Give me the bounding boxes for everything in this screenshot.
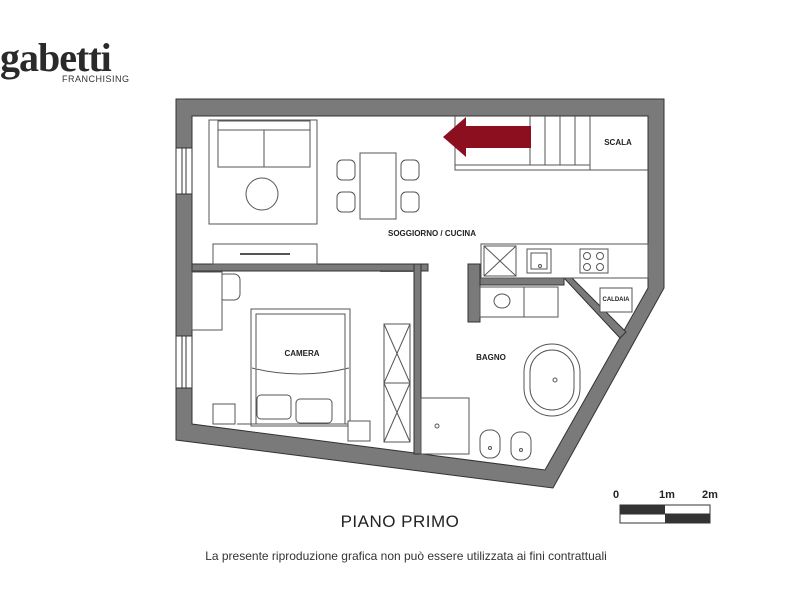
scale-bar (619, 504, 711, 524)
window-bottom (175, 335, 193, 389)
coffee-table (245, 177, 279, 211)
plan-title: PIANO PRIMO (340, 512, 460, 531)
brand-tagline: FRANCHISING (62, 74, 130, 84)
partition-walls (191, 263, 627, 455)
room-label-bathroom: BAGNO (476, 353, 506, 362)
brand-name: gabetti (0, 35, 112, 80)
bathtub (523, 343, 581, 417)
stair-direction-arrow (443, 117, 531, 157)
scale-label-2m: 2m (702, 489, 718, 501)
desk (191, 271, 223, 331)
room-label-stairs: SCALA (604, 138, 632, 147)
window-top (175, 147, 193, 195)
double-bed (237, 308, 351, 427)
bidet (510, 431, 532, 461)
room-label-living: SOGGIORNO / CUCINA (388, 229, 476, 238)
toilet (479, 429, 501, 459)
scale-label-0: 0 (613, 489, 619, 501)
kitchen-counter (480, 243, 649, 279)
room-label-bedroom: CAMERA (284, 349, 319, 358)
boiler-box (599, 287, 633, 313)
bath-vanity (479, 286, 559, 318)
tv-cabinet (212, 243, 318, 265)
shower (420, 397, 470, 455)
room-label-boiler: CALDAIA (603, 297, 631, 303)
gabetti-logo: gabetti FRANCHISING (0, 36, 140, 96)
nightstand-right (347, 420, 371, 442)
scale-label-1m: 1m (659, 489, 675, 501)
nightstand-left (212, 403, 236, 425)
dining-table (336, 152, 420, 220)
wardrobe (383, 323, 411, 443)
disclaimer: La presente riproduzione grafica non può… (205, 549, 607, 563)
